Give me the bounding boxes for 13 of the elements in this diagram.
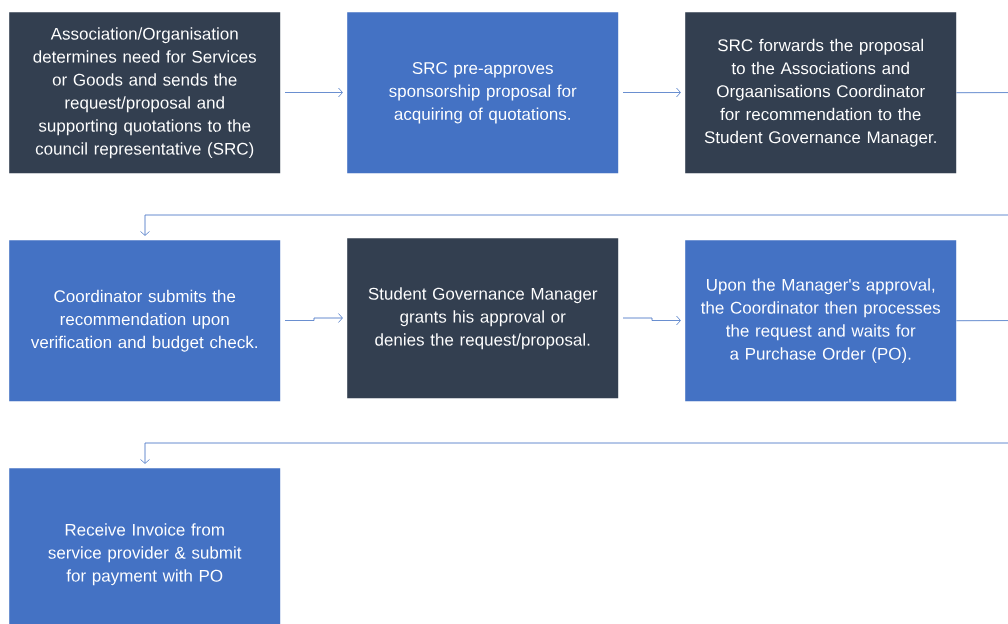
process-box: Association/Organisation determines need for Services or Goods and sends the request/proposal and supporting quotations to the council representative (SRC)	[9, 12, 281, 174]
arrow	[284, 87, 343, 98]
arrow	[622, 315, 681, 326]
process-box: Upon the Manager's approval, the Coordinator then processes the request and waits for a Purchase Order (PO).	[685, 240, 957, 402]
arrow	[140, 92, 1008, 236]
process-box: Receive Invoice from service provider & submit for payment with PO	[9, 468, 281, 624]
arrow	[622, 87, 681, 98]
arrow	[140, 320, 1008, 464]
process-box: SRC forwards the proposal to the Associations and Orgaanisations Coordinator for recommendation to the Student Governance Manager.	[685, 12, 957, 174]
process-box: Coordinator submits the recommendation upon verification and budget check.	[9, 240, 281, 402]
process-box: Student Governance Manager grants his approval or denies the request/proposal.	[347, 238, 619, 399]
arrow	[284, 313, 343, 323]
process-box: SRC pre-approves sponsorship proposal for acquiring of quotations.	[347, 12, 619, 174]
